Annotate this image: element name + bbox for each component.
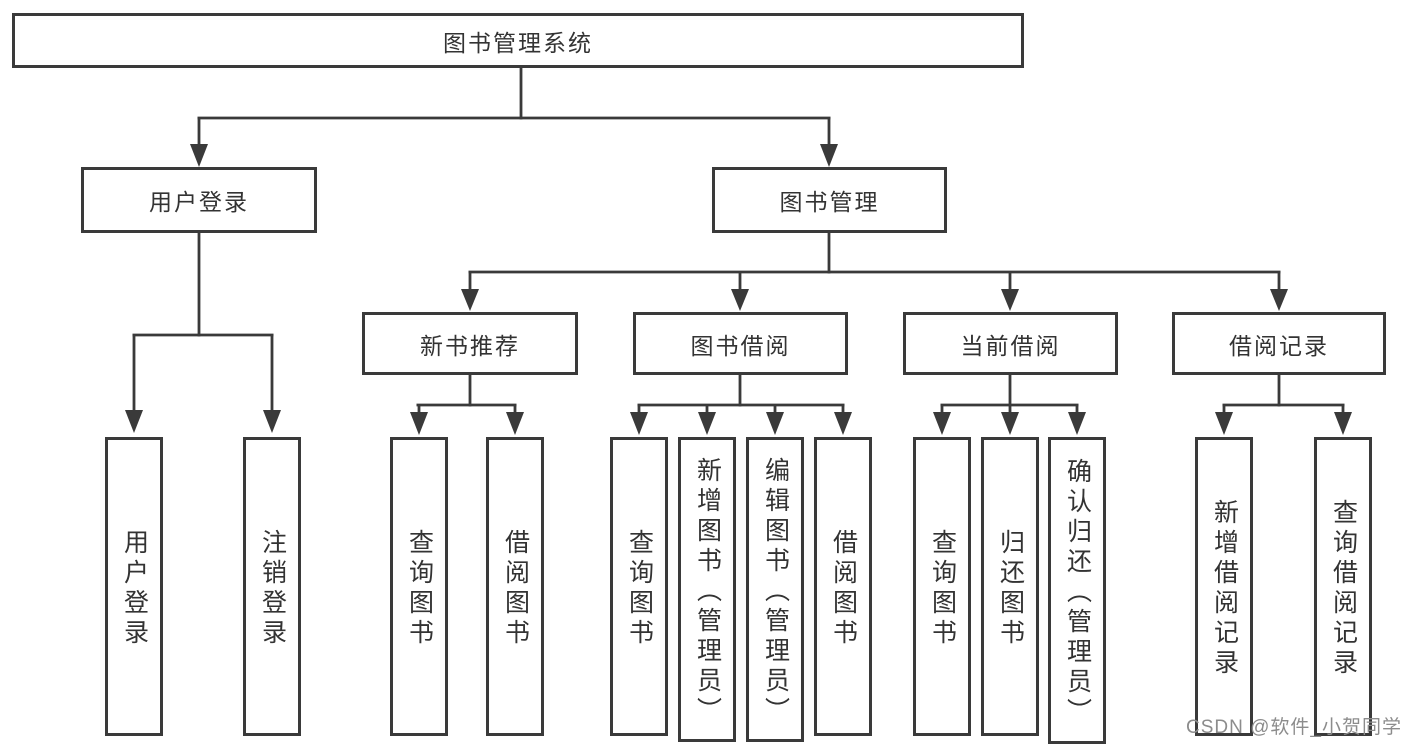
node-book-borrow: 图书借阅 <box>633 312 848 375</box>
leaf-label: 编辑图书（管理员） <box>761 457 790 727</box>
leaf-label: 查询图书 <box>625 529 654 649</box>
leaf-logout-login: 注销登录 <box>243 437 301 736</box>
leaf-edit-book-admin: 编辑图书（管理员） <box>746 437 804 742</box>
leaf-label: 查询借阅记录 <box>1329 499 1358 679</box>
node-new-book-recommend: 新书推荐 <box>362 312 578 375</box>
leaf-add-book-admin: 新增图书（管理员） <box>678 437 736 742</box>
leaf-query-borrow-record: 查询借阅记录 <box>1314 437 1372 736</box>
leaf-label: 新增图书（管理员） <box>693 457 722 727</box>
leaf-confirm-return-admin: 确认归还（管理员） <box>1048 437 1106 744</box>
leaf-query-books-recommend: 查询图书 <box>390 437 448 736</box>
leaf-user-login: 用户登录 <box>105 437 163 736</box>
leaf-label: 借阅图书 <box>829 529 858 649</box>
connector-user-login <box>125 233 281 433</box>
leaf-add-borrow-record: 新增借阅记录 <box>1195 437 1253 736</box>
node-library-system: 图书管理系统 <box>12 13 1024 68</box>
leaf-label: 新增借阅记录 <box>1210 499 1239 679</box>
node-current-borrow: 当前借阅 <box>903 312 1118 375</box>
connector-borrow-record <box>1215 375 1352 435</box>
connector-current-borrow <box>933 375 1086 435</box>
leaf-borrow-books-borrow: 借阅图书 <box>814 437 872 736</box>
leaf-label: 归还图书 <box>996 529 1025 649</box>
connector-book-borrow <box>630 375 852 435</box>
leaf-label: 确认归还（管理员） <box>1063 458 1092 728</box>
leaf-label: 查询图书 <box>405 529 434 649</box>
connector-book-management <box>461 233 1288 311</box>
leaf-label: 用户登录 <box>120 529 149 649</box>
leaf-label: 查询图书 <box>928 529 957 649</box>
node-user-login: 用户登录 <box>81 167 317 233</box>
leaf-return-book: 归还图书 <box>981 437 1039 736</box>
node-borrow-record: 借阅记录 <box>1172 312 1386 375</box>
watermark: CSDN @软件_小贺同学 <box>1186 717 1402 738</box>
leaf-label: 注销登录 <box>258 529 287 649</box>
connector-root <box>190 68 838 167</box>
leaf-label: 借阅图书 <box>501 529 530 649</box>
leaf-query-books-current: 查询图书 <box>913 437 971 736</box>
leaf-query-books-borrow: 查询图书 <box>610 437 668 736</box>
node-book-management: 图书管理 <box>712 167 947 233</box>
leaf-borrow-books-recommend: 借阅图书 <box>486 437 544 736</box>
connector-new-book-recommend <box>410 375 524 435</box>
